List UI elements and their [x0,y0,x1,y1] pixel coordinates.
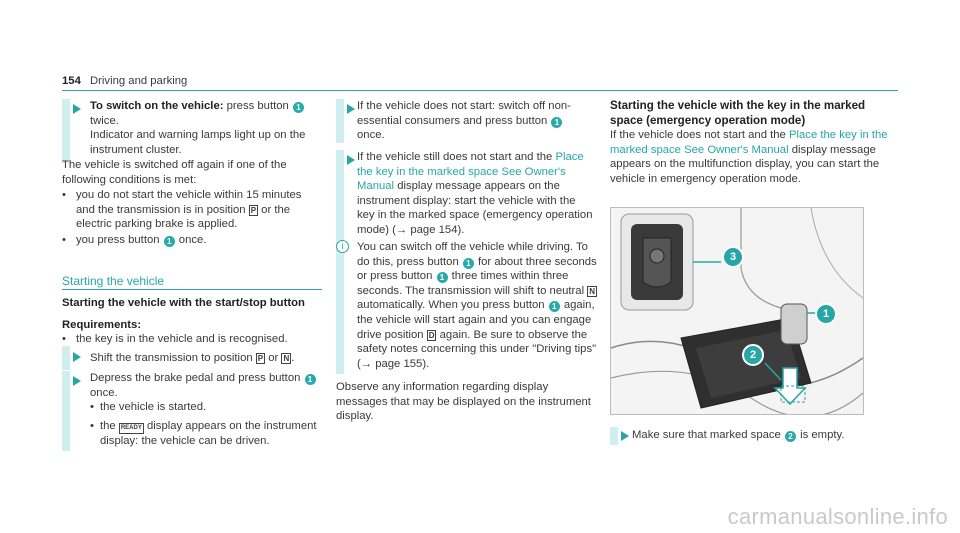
item-text: the [100,419,119,432]
switch-off-paragraph: The vehicle is switched off again if one… [62,158,320,248]
step-text: If the vehicle still does not start and … [357,151,556,163]
step-arrow-icon [347,155,355,165]
button-1-badge: 1 [436,272,448,284]
step-text: . [291,352,295,364]
ready-icon: READY [118,422,144,434]
display-message-link: Place the key in the marked space See Ow… [357,151,584,193]
item-text: or the electric parking brake is applied… [76,203,291,231]
requirements-list: the key is in the vehicle and is recogni… [62,332,320,347]
step-text: Indicator and warning lamps light up on … [90,129,306,156]
step-arrow-icon [621,431,629,441]
list-item: the READY display appears on the instrum… [90,419,320,449]
step-text: If the vehicle does not start: switch of… [357,100,571,127]
key-slot-drawing [611,208,863,414]
observe-paragraph: Observe any information regarding displa… [336,380,598,424]
note-bar [336,240,344,374]
list-item: you press button 1 once. [62,233,320,248]
step-text: once. [90,386,118,399]
step-text: press button [223,100,292,112]
body-text: If the vehicle does not start and the [610,129,789,141]
gear-p-icon: P [248,204,259,216]
button-1-badge: 1 [548,301,560,313]
section-name: Driving and parking [90,75,188,87]
step-text: Depress the brake pedal and press button [90,372,304,384]
button-1-badge: 1 [292,102,304,113]
page-number: 154 [62,75,81,87]
button-1-badge: 1 [462,257,474,269]
step-text: is empty. [796,429,845,441]
note-text: automatically. When you press button [357,299,548,312]
step-arrow-icon [347,104,355,114]
callout-3-badge: 3 [722,246,744,268]
step-bar [62,371,70,451]
item-text: you press button [76,233,163,246]
list-item: the key is in the vehicle and is recogni… [62,332,320,347]
item-text: the key is in the vehicle and is recogni… [76,333,288,345]
item-text: display appears on the instrument displa… [100,419,317,447]
step-text: or [265,352,282,364]
section-title: Starting the vehicle [62,274,165,288]
button-1-badge: 1 [163,235,175,247]
button-1-badge: 1 [551,116,563,128]
emergency-title: Starting the vehicle with the key in the… [610,99,866,127]
step-label: To switch on the vehicle: [90,100,224,112]
step-text: Shift the transmission to position [90,352,256,364]
step-text: Make sure that marked space [632,429,784,441]
step-bar [62,346,70,370]
step-arrow-icon [73,104,81,114]
info-icon: i [336,240,349,253]
note-text: again. Be sure to observe the safety not… [357,328,597,370]
step-bar [336,99,344,143]
gear-d-icon: D [426,329,437,341]
step-shift: Shift the transmission to position P or … [90,351,316,366]
page-reference: → page 155 [360,357,423,370]
item-text: the vehicle is started. [100,401,207,414]
callout-2-badge: 2 [784,431,796,442]
emergency-paragraph: If the vehicle does not start and the Pl… [610,128,888,186]
step-text: twice. [90,114,119,127]
gear-n-icon: N [587,285,598,297]
page-reference: → page 154 [395,223,458,236]
note-text: for about three seconds or press button [357,255,597,283]
note-text: three times within three seconds. The tr… [357,270,588,297]
list-item: the vehicle is started. [90,400,320,415]
note-text: ). [422,357,430,370]
step-bar [336,150,344,246]
requirements-label: Requirements: [62,319,142,331]
info-note: You can switch off the vehicle while dri… [357,240,598,371]
step-arrow-icon [73,376,81,386]
body-text: display message appears on the multifunc… [610,143,880,185]
watermark: carmanualsonline.info [727,504,948,530]
step-text: display message appears on the instrumen… [357,180,593,236]
step-bar [610,427,618,445]
callout-2-badge: 2 [742,344,764,366]
note-text: You can switch off the vehicle while dri… [357,241,588,268]
gear-n-icon: N [281,353,292,364]
item-text: once. [175,233,207,246]
page-header: 154 Driving and parking [62,74,187,89]
step-arrow-icon [73,352,81,362]
step-bar [62,99,70,163]
button-1-badge: 1 [304,374,316,385]
list-item: you do not start the vehicle within 15 m… [62,188,320,232]
header-rule [62,90,898,91]
step-not-start: If the vehicle does not start: switch of… [357,99,593,143]
subsection-title: Starting the vehicle with the start/stop… [62,297,305,309]
step-switch-on: To switch on the vehicle: press button 1… [90,99,316,157]
item-text: you do not start the vehicle within 15 m… [76,189,302,216]
display-message-link: Place the key in the marked space See Ow… [610,129,888,156]
step-still-not-start: If the vehicle still does not start and … [357,150,595,238]
step-text: ). [457,223,465,236]
key-slot-illustration: 3 1 2 [610,207,864,415]
step-make-sure: Make sure that marked space 2 is empty. [632,428,882,443]
note-text: again, the vehicle will start again and … [357,299,595,341]
body-text: The vehicle is switched off again if one… [62,159,287,186]
callout-1-badge: 1 [815,303,837,325]
step-text: once. [357,129,385,142]
gear-p-icon: P [255,353,266,364]
section-rule [62,289,322,290]
body-text: Observe any information regarding displa… [336,381,591,423]
step-depress-brake: Depress the brake pedal and press button… [90,371,320,448]
